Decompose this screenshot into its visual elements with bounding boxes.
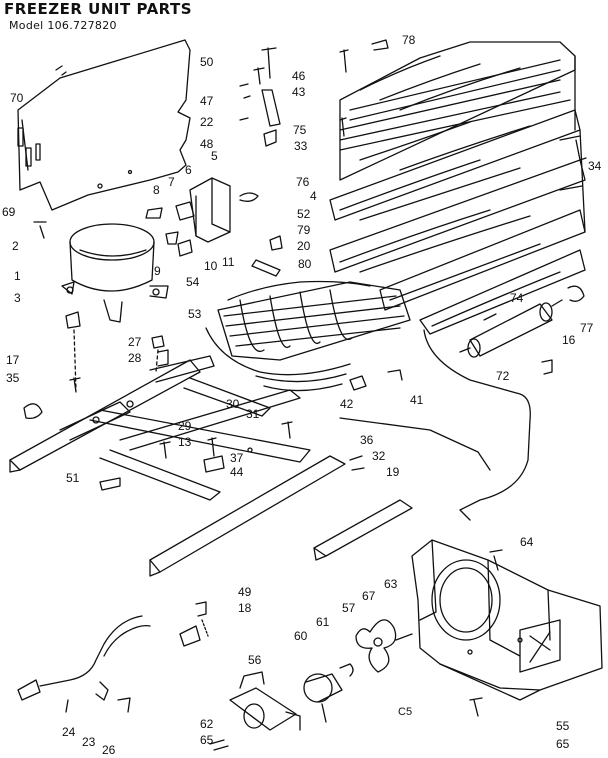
- compressor: [61, 223, 169, 323]
- part-label: 57: [342, 601, 356, 615]
- part-label: 62: [200, 717, 214, 731]
- part-label: 64: [520, 535, 534, 549]
- part-label: 44: [230, 465, 244, 479]
- part-label: 65: [556, 737, 570, 751]
- part-label: 56: [248, 653, 262, 667]
- part-label: 23: [82, 735, 96, 749]
- bracket-67: [313, 499, 413, 561]
- part-label: 16: [562, 333, 576, 347]
- part-label: 36: [360, 433, 374, 447]
- part-label: 29: [178, 419, 192, 433]
- part-label: 19: [386, 465, 400, 479]
- part-label: 31: [246, 407, 260, 421]
- part-label: 41: [410, 393, 424, 407]
- page-title: FREEZER UNIT PARTS: [4, 0, 193, 18]
- part-label: 5: [211, 149, 218, 163]
- part-label: 35: [6, 371, 20, 385]
- part-label: 30: [226, 397, 240, 411]
- part-label: 2: [12, 239, 19, 253]
- part-label: 67: [362, 589, 376, 603]
- part-label: 70: [10, 91, 24, 105]
- part-label: 32: [372, 449, 386, 463]
- diagram-code: C5: [398, 706, 413, 718]
- fasteners-top: [239, 39, 587, 161]
- part-label: 3: [14, 291, 21, 305]
- part-label: 34: [588, 159, 602, 173]
- part-label: 51: [66, 471, 80, 485]
- part-label: 65: [200, 733, 214, 747]
- part-label: 49: [238, 585, 252, 599]
- part-label: 53: [188, 307, 202, 321]
- part-label: 7: [168, 175, 175, 189]
- part-label: 77: [580, 321, 594, 335]
- fan-shroud: [411, 539, 603, 701]
- part-label: 17: [6, 353, 20, 367]
- part-label: 54: [186, 275, 200, 289]
- relay-bracket: [145, 177, 259, 257]
- part-label: 13: [178, 435, 192, 449]
- fan-blade: [355, 619, 413, 673]
- part-label: 48: [200, 137, 214, 151]
- part-label: 72: [496, 369, 510, 383]
- filter-drier: [459, 285, 585, 375]
- fan-motor: [303, 663, 354, 723]
- part-label: 74: [510, 291, 524, 305]
- part-label: 79: [297, 223, 311, 237]
- part-label: 27: [128, 335, 142, 349]
- part-label: 42: [340, 397, 354, 411]
- part-label: 37: [230, 451, 244, 465]
- part-label: 20: [297, 239, 311, 253]
- part-label: 22: [200, 115, 214, 129]
- part-label: 69: [2, 205, 16, 219]
- part-label: 28: [128, 351, 142, 365]
- part-label: 8: [153, 183, 160, 197]
- back-panel: [17, 39, 191, 211]
- part-label: 18: [238, 601, 252, 615]
- base-frame: [9, 355, 346, 577]
- part-label: 4: [310, 189, 317, 203]
- part-label: 61: [316, 615, 330, 629]
- part-label: 52: [297, 207, 311, 221]
- condenser-coil: [205, 280, 411, 392]
- model-number: Model 106.727820: [9, 19, 117, 32]
- part-label: 10: [204, 259, 218, 273]
- part-label: 47: [200, 94, 214, 108]
- part-label: 26: [102, 743, 116, 757]
- part-label: 78: [402, 33, 416, 47]
- part-label: 76: [296, 175, 310, 189]
- part-label: 60: [294, 629, 308, 643]
- part-label: 55: [556, 719, 570, 733]
- part-label: 50: [200, 55, 214, 69]
- part-label: 1: [14, 269, 21, 283]
- part-label: 9: [154, 264, 161, 278]
- evaporator-coil: [329, 41, 586, 335]
- part-label: 24: [62, 725, 76, 739]
- wiring-harness: [17, 615, 151, 713]
- fan-bracket: [209, 671, 301, 751]
- part-label: 63: [384, 577, 398, 591]
- part-label: 33: [294, 139, 308, 153]
- part-label: 6: [185, 163, 192, 177]
- part-label: 46: [292, 69, 306, 83]
- part-label: 80: [298, 257, 312, 271]
- part-label: 11: [222, 255, 235, 269]
- part-label: 75: [293, 123, 307, 137]
- part-label: 43: [292, 85, 306, 99]
